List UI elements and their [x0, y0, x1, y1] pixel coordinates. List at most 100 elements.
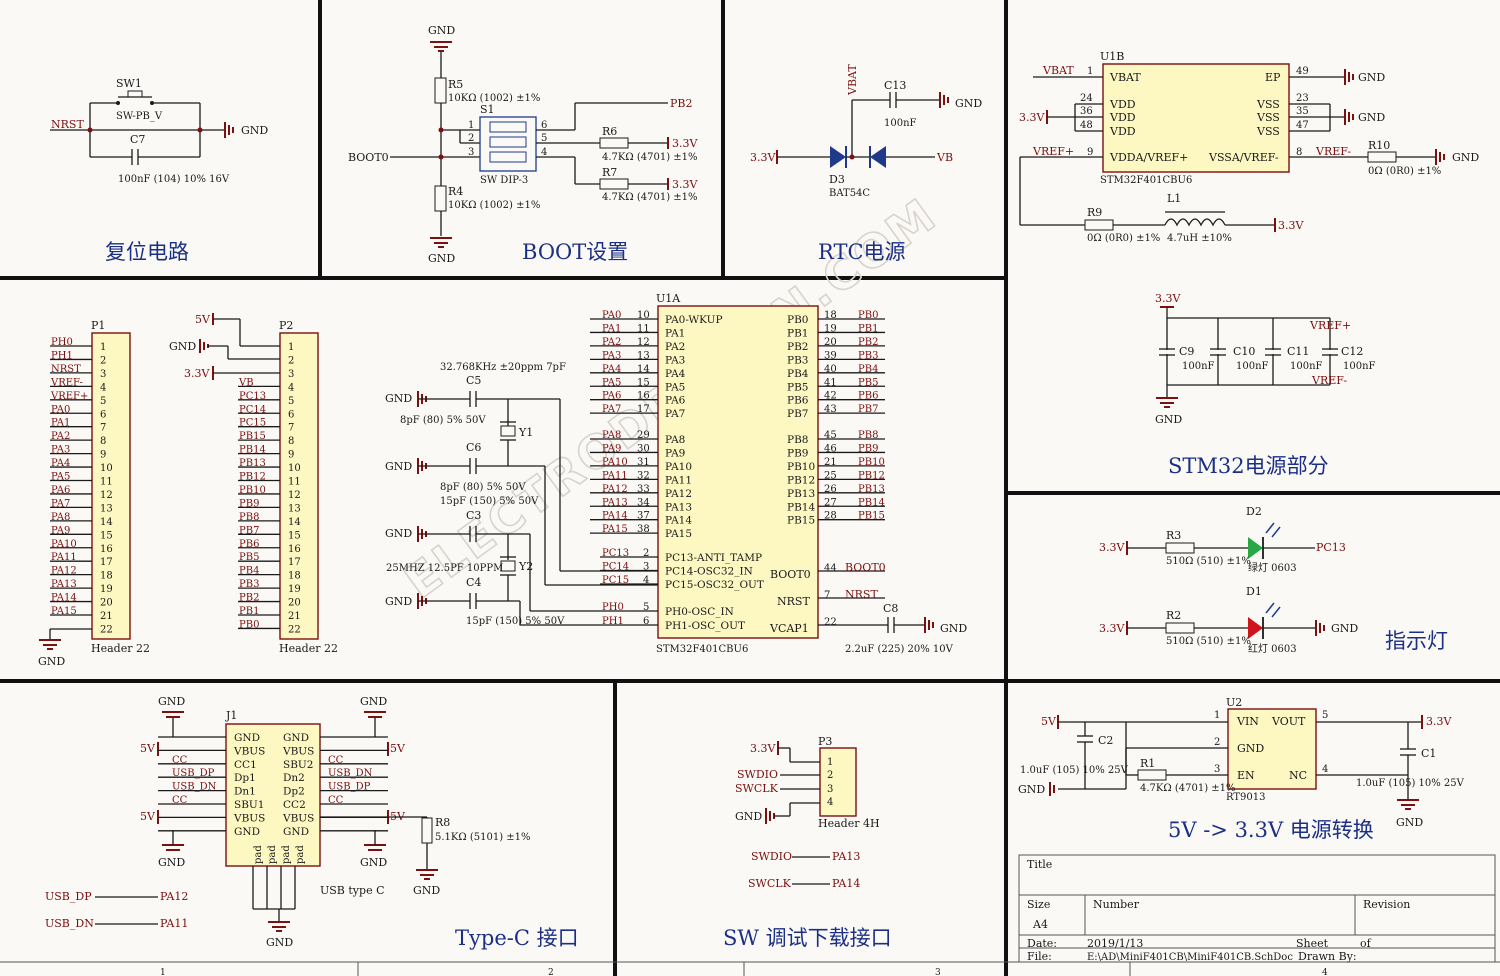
j1-pad-3: pad: [281, 845, 292, 864]
section-title-ldo: 5V -> 3.3V 电源转换: [1168, 818, 1374, 842]
ldo-gnd-left: GND: [1018, 783, 1045, 796]
u1a-pin-33: 33: [637, 484, 650, 495]
p1-net-17: PA11: [51, 552, 77, 563]
p2-pin-2: 2: [288, 355, 294, 366]
u1a-net-PB10: PB10: [858, 457, 885, 468]
u1b-pin-47: 47: [1296, 120, 1309, 131]
p3-ref: P3: [818, 735, 832, 748]
osc-gnd-3: GND: [385, 595, 412, 608]
u1a-net-PB7: PB7: [858, 404, 878, 415]
u1a-name-PA10: PA10: [665, 461, 692, 473]
p2-net-6: PC14: [239, 404, 266, 415]
u1a-net-PB15: PB15: [858, 511, 885, 522]
u1b-pin-1: 1: [1087, 66, 1093, 77]
j1-name: USB type C: [320, 884, 385, 897]
p1-net-11: PA5: [51, 472, 70, 483]
u1a-name-PA5: PA5: [665, 381, 685, 393]
p1-net-10: PA4: [51, 458, 70, 469]
ruler-4: 4: [1322, 968, 1328, 976]
d1-value: 红灯 0603: [1248, 642, 1297, 655]
section-title-typec: Type-C 接口: [455, 926, 579, 950]
c4-value: 15pF (150) 5% 50V: [466, 616, 565, 627]
d3-ref: D3: [829, 173, 845, 186]
u1a-pin-14: 14: [637, 364, 650, 375]
u2-nc: NC: [1289, 769, 1307, 782]
r6-3v3: 3.3V: [672, 137, 698, 150]
u1a-net-PA1: PA1: [602, 323, 621, 334]
u1a-name-PA13: PA13: [665, 501, 692, 513]
u1a-net-PB13: PB13: [858, 484, 885, 495]
boot-gnd-top: GND: [428, 24, 455, 37]
ldo-5v: 5V: [1041, 715, 1057, 728]
r5-ref: R5: [448, 78, 463, 91]
r3-value: 510Ω (510) ±1%: [1166, 556, 1251, 567]
rtc-vbat-net: VBAT: [846, 64, 859, 96]
p1-pin-11: 11: [100, 477, 113, 488]
u1a-net-PA15: PA15: [602, 524, 628, 535]
section-title-power: STM32电源部分: [1168, 454, 1329, 478]
reset-gnd-label: GND: [241, 124, 268, 137]
p2-pin-15: 15: [288, 530, 301, 541]
u1a-name-PA12: PA12: [665, 488, 692, 500]
u2-pin-1: 1: [1214, 710, 1220, 721]
u2-pin-2: 2: [1214, 737, 1220, 748]
r9-ref: R9: [1087, 206, 1102, 219]
u2-vout: VOUT: [1271, 715, 1306, 728]
pa13-map: PA13: [832, 850, 860, 863]
u1a-net-PB5: PB5: [858, 377, 878, 388]
c8-ref: C8: [883, 602, 898, 615]
c6-value: 8pF (80) 5% 50V: [440, 482, 526, 493]
u1a-name-PB6: PB6: [787, 395, 809, 407]
p2-pin-1: 1: [288, 342, 294, 353]
u1a-net-PA14: PA14: [602, 511, 628, 522]
p2-net-15: PB7: [239, 525, 259, 536]
u1a-net-PA9: PA9: [602, 443, 621, 454]
j1-right-pin-1: VBUS: [282, 745, 314, 757]
p1-net-8: PA2: [51, 431, 70, 442]
p2-pin-8: 8: [288, 436, 294, 447]
p1-pin-2: 2: [100, 355, 106, 366]
r10-value: 0Ω (0R0) ±1%: [1368, 166, 1441, 177]
p1-net-7: PA1: [51, 418, 70, 429]
pa14-map: PA14: [832, 877, 860, 890]
u2-pin-4: 4: [1322, 764, 1328, 775]
p1-net-2: PH1: [51, 350, 73, 361]
s1-value: SW DIP-3: [480, 175, 528, 186]
c9-value: 100nF: [1182, 361, 1215, 372]
p3-gnd: GND: [735, 810, 762, 823]
p2-5v: 5V: [195, 313, 211, 326]
u1a-name-PA4: PA4: [665, 368, 686, 380]
j1-right-net-2: CC: [328, 755, 344, 766]
tb-title: Title: [1027, 858, 1052, 871]
p3-pin-2: 2: [827, 770, 833, 781]
u2-pin-3: 3: [1214, 764, 1220, 775]
u1a-net-PB12: PB12: [858, 470, 885, 481]
oscillators: 32.768KHz ±20ppm 7pF C5 8pF (80) 5% 50V …: [385, 362, 658, 627]
u1a-pin-39: 39: [824, 350, 837, 361]
u2-vin: VIN: [1236, 715, 1259, 728]
j1-left-pin-6: VBUS: [233, 812, 265, 824]
u1a-pin-46: 46: [824, 443, 837, 454]
title-block: Title Size A4 Number Revision Date: 2019…: [1018, 854, 1496, 963]
p1-pin-6: 6: [100, 409, 106, 420]
p2-3v3: 3.3V: [184, 367, 210, 380]
p2-net-13: PB9: [239, 498, 259, 509]
u1a-ref: U1A: [656, 292, 681, 305]
j1-gnd-bottom-left: GND: [158, 856, 185, 869]
p2-name: Header 22: [279, 642, 338, 655]
u1a-net-PB2: PB2: [858, 337, 878, 348]
j1-right-pin-5: CC2: [283, 799, 306, 811]
j1-gnd-pad: GND: [266, 936, 293, 949]
p1-net-18: PA12: [51, 566, 77, 577]
led-3v3-1: 3.3V: [1099, 541, 1125, 554]
tb-size: Size: [1027, 898, 1050, 911]
u1a-pin-21: 21: [824, 457, 837, 468]
u2-part: RT9013: [1226, 792, 1265, 803]
u2-pin-5: 5: [1322, 710, 1328, 721]
u1a-name-PA0: PA0-WKUP: [665, 314, 723, 326]
decap-vrefp: VREF+: [1309, 319, 1351, 332]
ldo-gnd-right: GND: [1396, 816, 1423, 829]
c10-value: 100nF: [1236, 361, 1269, 372]
r7-value: 4.7KΩ (4701) ±1%: [602, 192, 698, 203]
u1a-pin-13: 13: [637, 350, 650, 361]
